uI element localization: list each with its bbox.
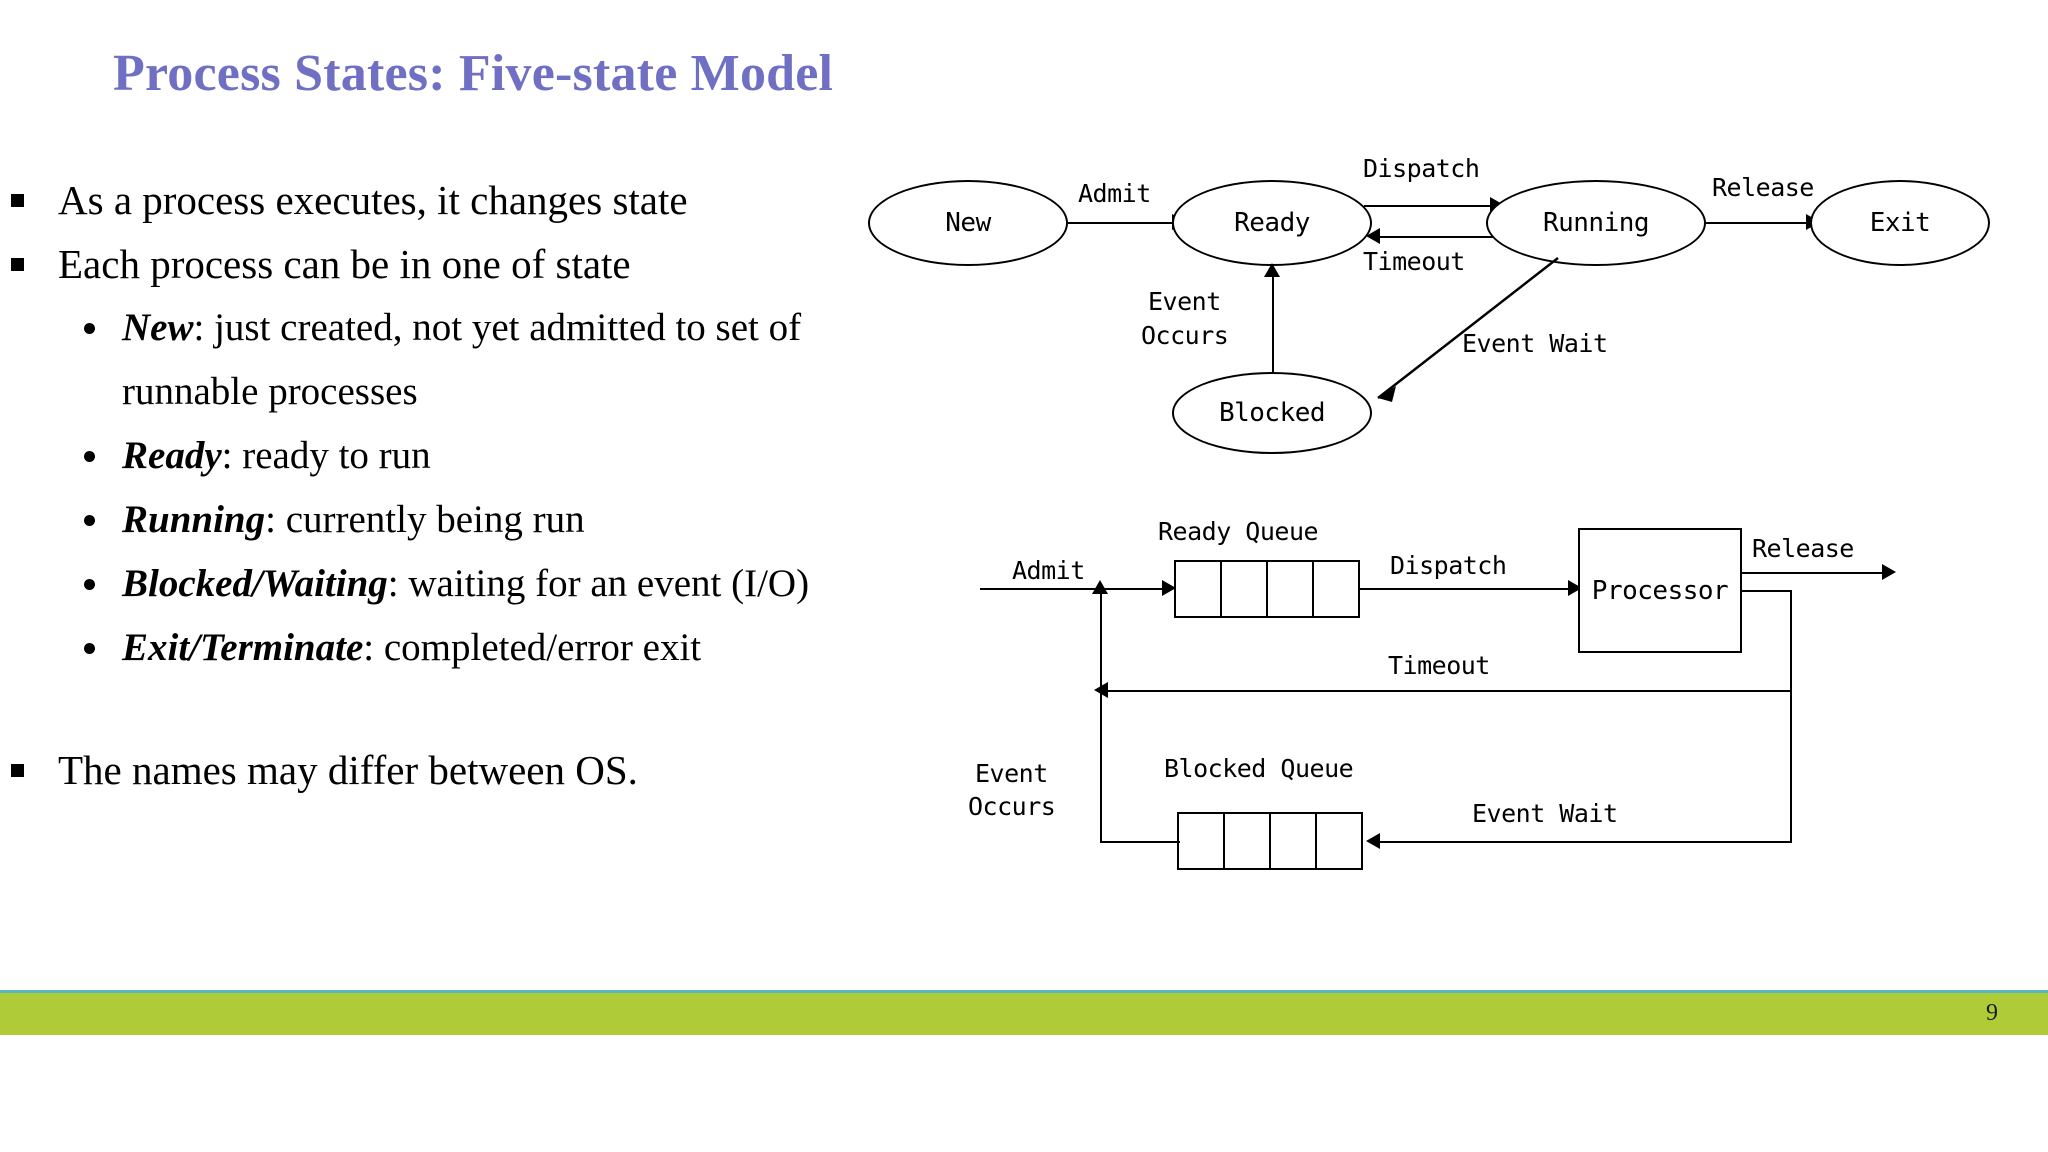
round-bullet-icon (84, 323, 95, 334)
page-title: Process States: Five-state Model (113, 45, 834, 102)
transition-line-event-occurs (1272, 275, 1274, 390)
blocked-queue-label: Blocked Queue (1164, 754, 1354, 783)
square-bullet-icon (11, 764, 24, 777)
footer-bar (0, 990, 2048, 1035)
state-node-label: Ready (1234, 208, 1310, 238)
queue-label-timeout: Timeout (1388, 651, 1490, 680)
arrow-left-icon (1366, 228, 1380, 244)
bullet-list: As a process executes, it changes state … (0, 168, 880, 802)
queue-cell (1271, 814, 1317, 868)
list-item: Running: currently being run (0, 488, 880, 552)
state-node-exit: Exit (1810, 180, 1990, 266)
state-term-ready: Ready (122, 434, 222, 477)
state-node-blocked: Blocked (1172, 372, 1372, 454)
queue-label-event-occurs-line1: Event (975, 759, 1048, 788)
list-item-label: As a process executes, it changes state (58, 177, 688, 223)
queue-line-dispatch (1360, 588, 1576, 590)
arrow-left-icon (1366, 833, 1380, 849)
queue-line-timeout-horiz (1100, 690, 1792, 692)
state-node-new: New (868, 180, 1068, 266)
arrow-right-icon (1882, 564, 1896, 580)
queue-label-event-occurs-line2: Occurs (968, 792, 1056, 821)
queue-label-event-wait: Event Wait (1472, 799, 1618, 828)
state-node-label: Running (1542, 208, 1650, 238)
list-item-label: : just created, not yet admitted to set … (122, 306, 802, 413)
state-term-blocked: Blocked/Waiting (122, 562, 388, 605)
transition-line-timeout (1372, 236, 1500, 238)
state-term-running: Running (122, 498, 266, 541)
page-number: 9 (1986, 1000, 1998, 1026)
ready-queue-label: Ready Queue (1158, 517, 1319, 546)
arrow-up-icon (1264, 263, 1280, 277)
arrow-right-icon (1162, 580, 1176, 596)
queue-cell (1176, 562, 1222, 616)
processor-label: Processor (1591, 575, 1729, 606)
list-item-label: Each process can be in one of state (58, 241, 631, 287)
transition-line-admit (1068, 222, 1178, 224)
transition-label-timeout: Timeout (1363, 247, 1465, 276)
transition-label-event-occurs-line2: Occurs (1141, 321, 1229, 350)
list-item: As a process executes, it changes state (0, 168, 880, 232)
queue-cell (1314, 562, 1358, 616)
list-item-label: : currently being run (265, 498, 585, 541)
queue-cell (1317, 814, 1361, 868)
queue-line-event-wait-vert (1790, 600, 1792, 842)
queue-label-release: Release (1752, 534, 1854, 563)
transition-line-event-wait (1377, 257, 1559, 402)
ready-queue-box (1174, 560, 1360, 618)
queue-line-event-wait-horiz (1372, 841, 1792, 843)
queue-cell (1179, 814, 1225, 868)
round-bullet-icon (84, 579, 95, 590)
list-item: Blocked/Waiting: waiting for an event (I… (0, 552, 880, 616)
list-item: Ready: ready to run (0, 424, 880, 488)
state-node-label: Blocked (1218, 398, 1326, 428)
round-bullet-icon (84, 515, 95, 526)
list-item: Each process can be in one of state (0, 232, 880, 296)
list-item: The names may differ between OS. (0, 738, 880, 802)
transition-label-admit: Admit (1078, 179, 1151, 208)
transition-label-release: Release (1712, 173, 1814, 202)
list-spacer (0, 680, 880, 738)
processor-box: Processor (1578, 528, 1742, 653)
transition-line-dispatch (1364, 205, 1496, 207)
list-item-label: : waiting for an event (I/O) (387, 562, 810, 605)
transition-label-event-wait: Event Wait (1462, 329, 1608, 358)
state-node-label: Exit (1869, 208, 1931, 238)
square-bullet-icon (11, 258, 24, 271)
state-node-label: New (945, 208, 991, 238)
list-item: Exit/Terminate: completed/error exit (0, 616, 880, 680)
list-item-label: : completed/error exit (363, 626, 702, 669)
queue-cell (1225, 814, 1271, 868)
transition-label-event-occurs-line1: Event (1148, 287, 1221, 316)
queue-label-dispatch: Dispatch (1390, 551, 1507, 580)
state-node-running: Running (1486, 180, 1706, 266)
list-item-label: : ready to run (221, 434, 431, 477)
queue-cell (1222, 562, 1268, 616)
queue-line-timeout-stub (1742, 590, 1792, 592)
round-bullet-icon (84, 643, 95, 654)
queue-line-left-riser (1100, 592, 1102, 842)
queue-line-admit (980, 588, 1170, 590)
state-term-exit: Exit/Terminate (122, 626, 364, 669)
square-bullet-icon (11, 194, 24, 207)
transition-line-release (1704, 222, 1812, 224)
list-item: New: just created, not yet admitted to s… (0, 296, 880, 424)
list-item-label: The names may differ between OS. (58, 747, 638, 793)
blocked-queue-box (1177, 812, 1363, 870)
state-term-new: New (122, 306, 194, 349)
state-node-ready: Ready (1172, 180, 1372, 266)
transition-label-dispatch: Dispatch (1363, 154, 1480, 183)
queue-line-release (1742, 572, 1888, 574)
queue-line-event-occurs (1100, 841, 1180, 843)
queue-cell (1268, 562, 1314, 616)
round-bullet-icon (84, 451, 95, 462)
arrow-up-icon (1092, 580, 1108, 594)
queue-label-admit: Admit (1012, 556, 1085, 585)
